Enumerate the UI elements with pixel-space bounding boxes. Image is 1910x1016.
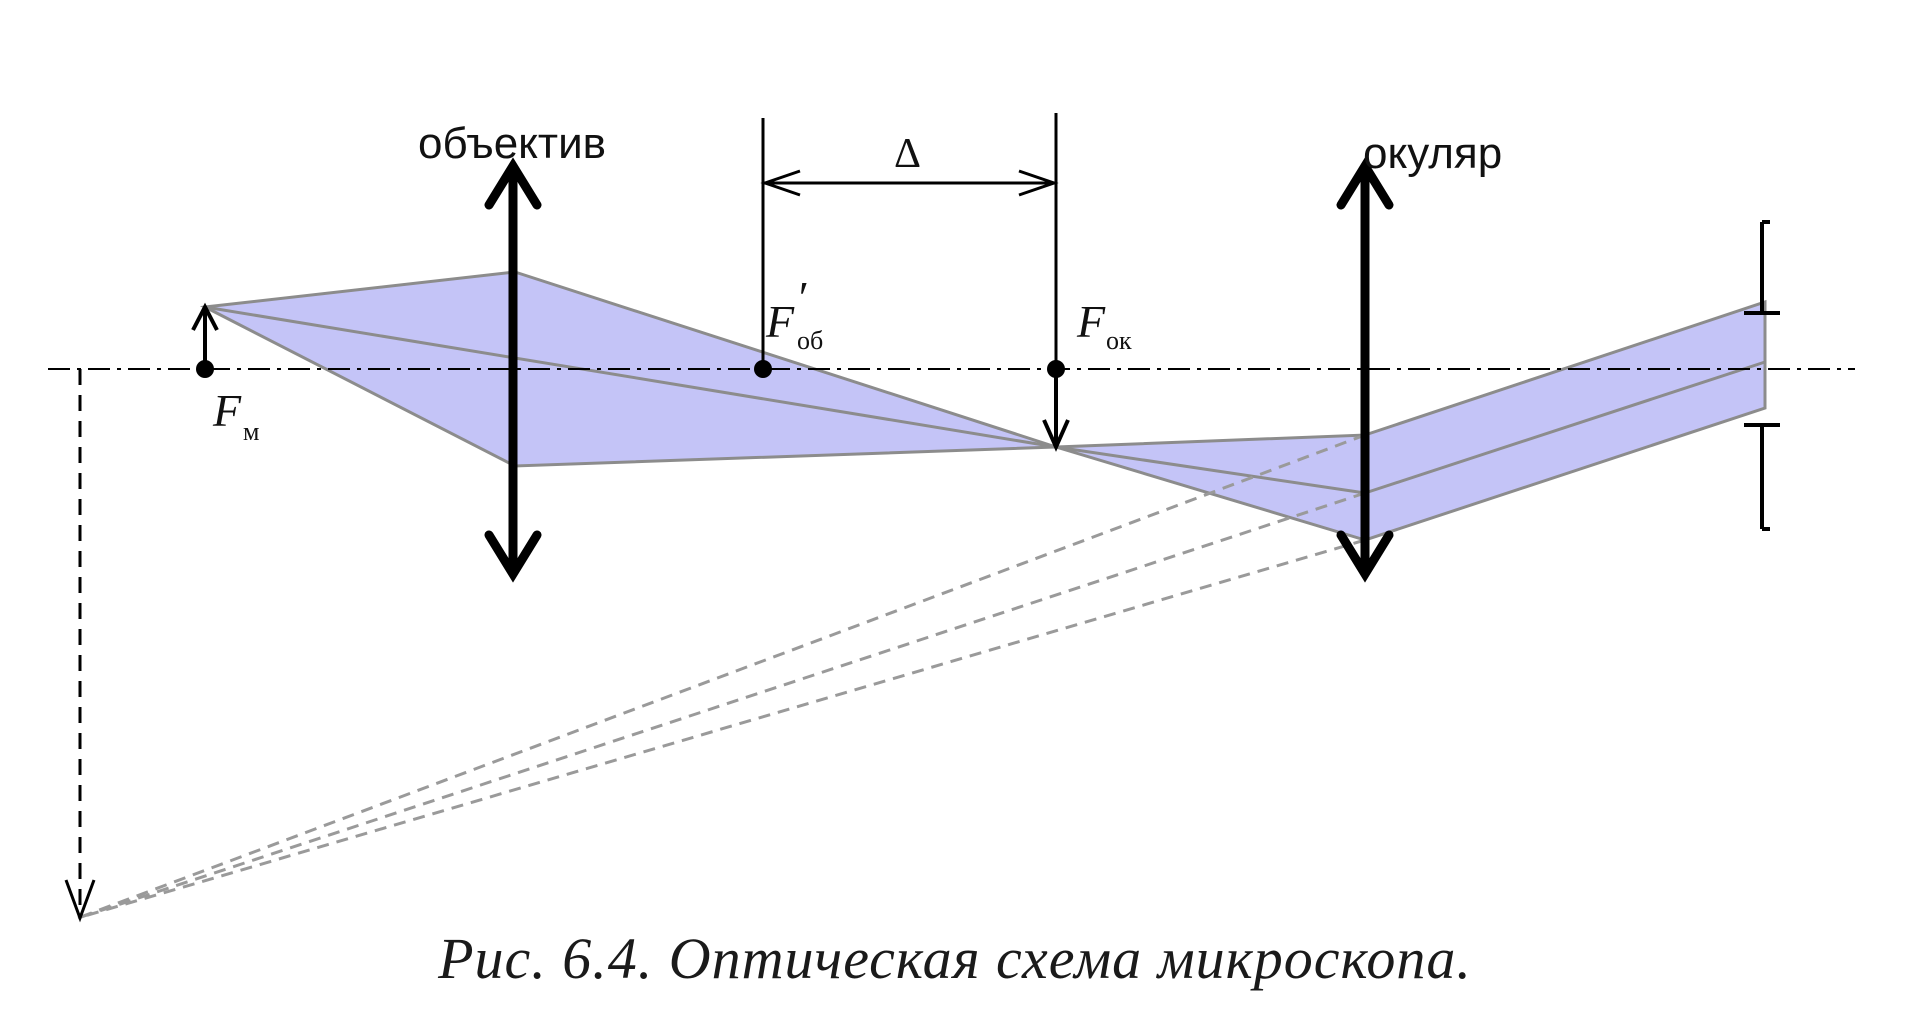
figure-caption: Рис. 6.4. Оптическая схема микроскопа. bbox=[438, 926, 1472, 991]
virtual-image-arrow bbox=[64, 369, 96, 923]
aperture-stop bbox=[1744, 220, 1780, 531]
object-arrow bbox=[191, 302, 219, 369]
delta-dimension bbox=[760, 113, 1059, 362]
eyepiece-lens bbox=[1336, 157, 1394, 583]
fob-prime: ′ bbox=[796, 272, 807, 323]
fok-symbol: F bbox=[1076, 296, 1106, 347]
focal-point-fm bbox=[196, 360, 214, 378]
fm-subscript: м bbox=[243, 417, 259, 446]
virtual-rays bbox=[77, 433, 1366, 920]
focal-point-fob bbox=[754, 360, 772, 378]
eyepiece-label: окуляр bbox=[1363, 129, 1502, 178]
objective-lens bbox=[484, 157, 542, 583]
objective-label: объектив bbox=[418, 119, 606, 168]
delta-label: Δ bbox=[894, 131, 921, 177]
fm-symbol: F bbox=[212, 385, 242, 436]
focal-point-fok bbox=[1047, 360, 1065, 378]
fok-subscript: ок bbox=[1106, 326, 1132, 355]
light-beam-eyepiece bbox=[1055, 299, 1767, 543]
intermediate-image-arrow bbox=[1042, 369, 1070, 452]
fob-subscript: об bbox=[797, 326, 823, 355]
fob-symbol: F bbox=[765, 296, 795, 347]
